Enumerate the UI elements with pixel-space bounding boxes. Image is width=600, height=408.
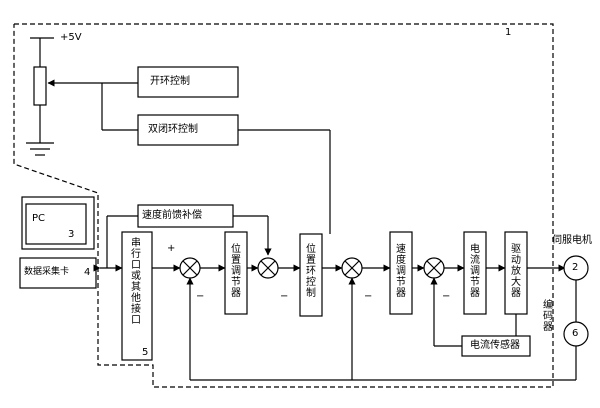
pc-number: 3 bbox=[68, 229, 75, 240]
current-regulator-block bbox=[463, 231, 487, 315]
supply-label: +5V bbox=[60, 32, 82, 43]
open-loop-label: 开环控制 bbox=[150, 76, 190, 87]
position-loop-block bbox=[299, 233, 323, 317]
position-regulator-block bbox=[224, 231, 248, 315]
motor-number: 2 bbox=[572, 262, 579, 273]
position-regulator-label: 位置调节器 bbox=[231, 244, 241, 299]
dual-loop-block bbox=[137, 114, 239, 146]
dual-loop-label: 双闭环控制 bbox=[148, 124, 198, 135]
serial-number: 5 bbox=[142, 347, 149, 358]
driver-amp-label: 驱动放大器 bbox=[511, 244, 521, 299]
data-card-number: 4 bbox=[84, 267, 91, 278]
minus-sign-1: − bbox=[196, 291, 205, 302]
open-loop-block bbox=[137, 66, 239, 98]
potentiometer bbox=[33, 66, 47, 106]
current-regulator-label: 电流调节器 bbox=[470, 244, 480, 299]
serial-port-block bbox=[121, 231, 153, 361]
group-number: 1 bbox=[505, 27, 512, 38]
speed-ff-label: 速度前馈补偿 bbox=[142, 210, 202, 221]
serial-port-label: 串行口或其他接口 bbox=[131, 238, 141, 326]
current-sensor-label: 电流传感器 bbox=[470, 340, 520, 351]
data-card-block bbox=[19, 257, 97, 289]
speed-regulator-block bbox=[389, 231, 413, 315]
minus-sign-4: − bbox=[442, 291, 451, 302]
plus-sign-1: + bbox=[167, 243, 176, 254]
data-card-label: 数据采集卡 bbox=[24, 267, 70, 277]
speed-regulator-label: 速度调节器 bbox=[396, 244, 406, 299]
encoder-number: 6 bbox=[572, 328, 579, 339]
minus-sign-3: − bbox=[364, 291, 373, 302]
pc-label: PC bbox=[32, 213, 46, 224]
motor-title: 伺服电机 bbox=[552, 235, 592, 246]
minus-sign-2: − bbox=[280, 291, 289, 302]
position-loop-label: 位置环控制 bbox=[306, 244, 316, 299]
encoder-label: 编码器 bbox=[543, 300, 553, 333]
dashed-enclosure-1 bbox=[13, 23, 554, 388]
